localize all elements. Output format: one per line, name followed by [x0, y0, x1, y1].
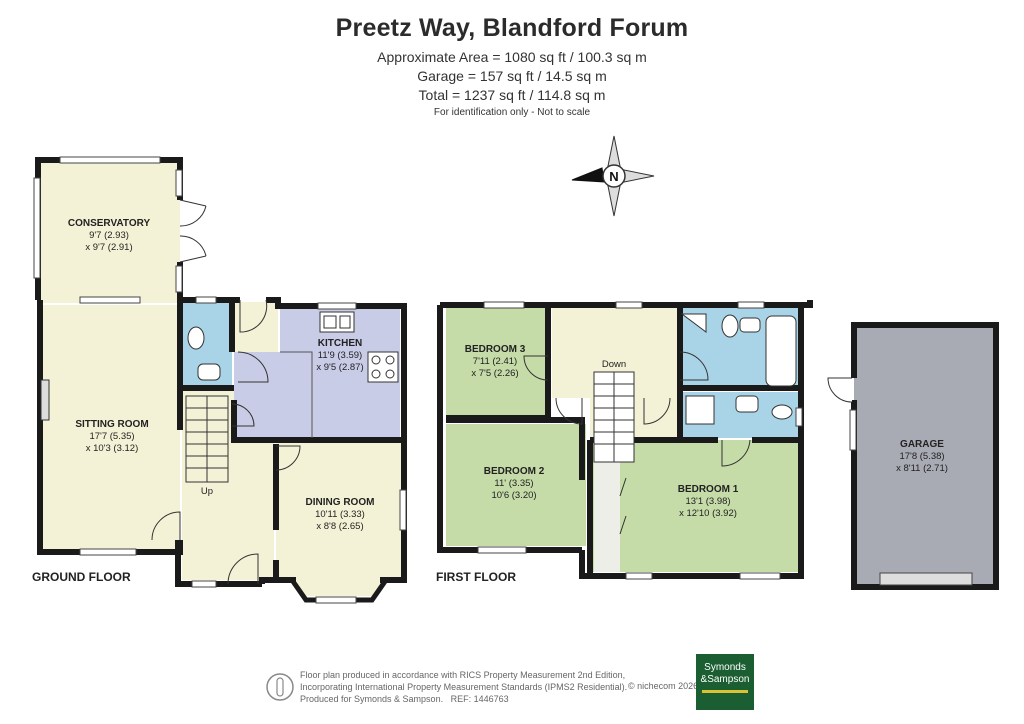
dining-room-dim2: x 8'8 (2.65): [316, 521, 363, 532]
conservatory-dim1: 9'7 (2.93): [89, 230, 129, 241]
copyright: © nichecom 2026.: [628, 681, 701, 691]
bedroom1-dim2: x 12'10 (3.92): [679, 508, 737, 519]
brand-logo: Symonds &Sampson: [696, 654, 754, 710]
footer-producer: Produced for Symonds & Sampson.: [300, 694, 444, 704]
bedroom2-area: [446, 424, 586, 546]
footer-notes: Floor plan produced in accordance with R…: [300, 669, 720, 705]
compass-icon: N: [571, 135, 655, 217]
ground-floor: [33, 156, 407, 604]
bedroom2-dim2: 10'6 (3.20): [491, 490, 536, 501]
stairs-down-label: Down: [602, 359, 626, 370]
garage-dim2: x 8'11 (2.71): [896, 463, 948, 474]
garage-area: [854, 328, 994, 584]
footer-line2: Incorporating International Property Mea…: [300, 682, 628, 692]
sitting-room-name: SITTING ROOM: [75, 419, 148, 430]
brand-line2: &Sampson: [700, 674, 750, 685]
bedroom3-name: BEDROOM 3: [465, 344, 526, 355]
page-title: Preetz Way, Blandford Forum: [335, 14, 689, 42]
footer-line3: Produced for Symonds & Sampson. REF: 144…: [300, 693, 720, 705]
measurement-standard-icon: [266, 673, 294, 701]
kitchen-name: KITCHEN: [318, 338, 362, 349]
footer-line1: Floor plan produced in accordance with R…: [300, 670, 626, 680]
total-area: Total = 1237 sq ft / 114.8 sq m: [418, 87, 606, 103]
first-floor: [437, 300, 813, 580]
dining-room-name: DINING ROOM: [306, 497, 375, 508]
kitchen-dim1: 11'9 (3.59): [318, 350, 362, 361]
first-floor-label: FIRST FLOOR: [436, 570, 516, 584]
scale-note: For identification only - Not to scale: [433, 107, 591, 118]
bedroom3-area: [446, 308, 550, 416]
conservatory-name: CONSERVATORY: [68, 218, 151, 229]
bedroom3-dim2: x 7'5 (2.26): [471, 368, 518, 379]
garage-name: GARAGE: [900, 439, 944, 450]
garage-plan: [827, 322, 999, 590]
bedroom1-name: BEDROOM 1: [678, 484, 739, 495]
dining-room-dim1: 10'11 (3.33): [315, 509, 365, 520]
stairs-up-label: Up: [201, 486, 213, 497]
bedroom2-name: BEDROOM 2: [484, 466, 545, 477]
sitting-room-dim2: x 10'3 (3.12): [86, 443, 139, 454]
bedroom1-dim1: 13'1 (3.98): [685, 496, 730, 507]
ground-floor-label: GROUND FLOOR: [32, 570, 131, 584]
footer-ref: REF: 1446763: [450, 694, 509, 704]
conservatory-dim2: x 9'7 (2.91): [85, 242, 132, 253]
approximate-area: Approximate Area = 1080 sq ft / 100.3 sq…: [377, 49, 647, 65]
brand-line1: Symonds: [704, 662, 746, 673]
dining-room-area: [276, 442, 402, 578]
compass-letter: N: [609, 169, 618, 184]
sitting-room-dim1: 17'7 (5.35): [89, 431, 134, 442]
garage-dim1: 17'8 (5.38): [899, 451, 944, 462]
garage-area: Garage = 157 sq ft / 14.5 sq m: [417, 68, 607, 84]
bedroom2-dim1: 11' (3.35): [494, 478, 533, 489]
bedroom3-dim1: 7'11 (2.41): [473, 356, 517, 367]
conservatory-area: [38, 163, 180, 303]
kitchen-dim2: x 9'5 (2.87): [316, 362, 363, 373]
sitting-room-area: [40, 305, 180, 550]
